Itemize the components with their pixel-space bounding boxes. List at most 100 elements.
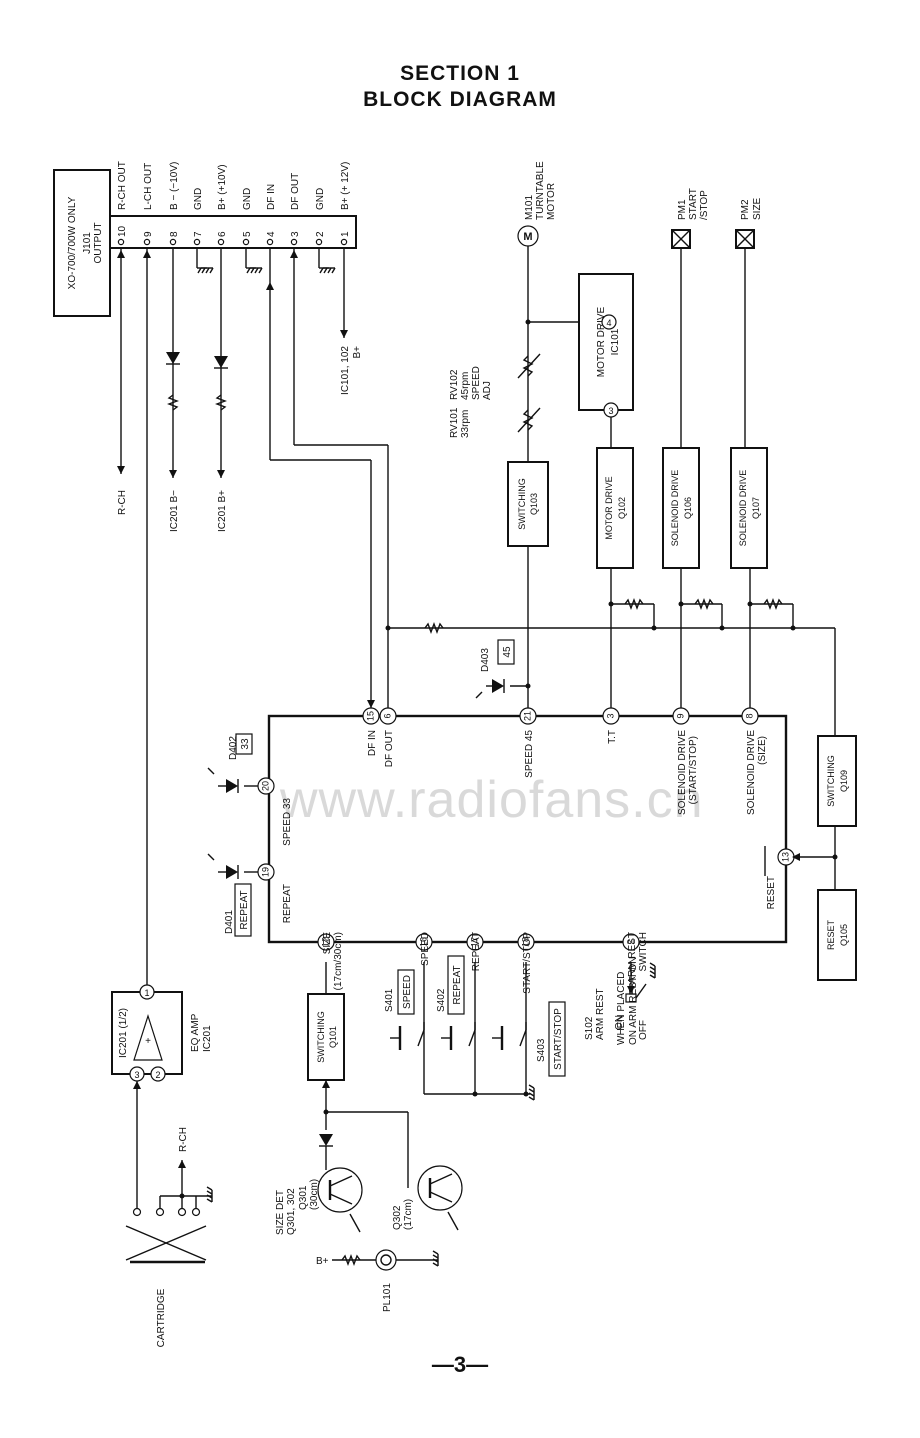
pin-number: 13 bbox=[780, 852, 790, 862]
svg-text:SPEED: SPEED bbox=[402, 975, 413, 1009]
svg-text:Q109: Q109 bbox=[839, 770, 849, 792]
svg-text:WHEN PLACED: WHEN PLACED bbox=[616, 972, 627, 1045]
svg-text:45: 45 bbox=[502, 646, 513, 658]
svg-text:IC101: IC101 bbox=[610, 328, 621, 355]
svg-text:MOTOR DRIVE: MOTOR DRIVE bbox=[596, 306, 607, 377]
j101-pin-number: 8 bbox=[169, 231, 180, 237]
j101-name: OUTPUT bbox=[93, 222, 104, 263]
page-title: BLOCK DIAGRAM bbox=[363, 88, 557, 111]
j101-pin-number: 5 bbox=[242, 231, 253, 237]
controller-pin-21 bbox=[519, 707, 537, 725]
controller-pin-label: SOLENOID DRIVE bbox=[677, 730, 688, 815]
j101-pin-label: R-CH OUT bbox=[117, 161, 128, 210]
j101-pin-label: B+ (+10V) bbox=[217, 164, 228, 210]
block-q107-solenoid-drive: SOLENOID DRIVE Q107 bbox=[730, 447, 768, 569]
svg-text:Q301: Q301 bbox=[298, 1185, 309, 1210]
tap-rch: R-CH bbox=[117, 490, 128, 515]
j101-pin-8 bbox=[169, 238, 177, 246]
j101-pin-1 bbox=[340, 238, 348, 246]
j101-pin-label: DF OUT bbox=[290, 173, 301, 210]
svg-text:IC201 (1/2): IC201 (1/2) bbox=[118, 1008, 129, 1058]
motor-drive-ic101: MOTOR DRIVE IC101 4 3 bbox=[578, 273, 634, 418]
tap-ic201-bminus: IC201 B− bbox=[169, 490, 180, 532]
svg-text:START/STOP: START/STOP bbox=[553, 1008, 564, 1070]
block-q109-switching: SWITCHING Q109 bbox=[817, 735, 857, 827]
block-q105-reset: RESET Q105 bbox=[817, 889, 857, 981]
j101-pin-label: DF IN bbox=[266, 184, 277, 210]
svg-text:S102: S102 bbox=[584, 1016, 595, 1040]
j101-pin-7 bbox=[193, 238, 201, 246]
block-ic201-eq-amp: + 1 3 2 IC201 (1/2) EQ AMP IC201 bbox=[111, 984, 213, 1082]
svg-text:PM1: PM1 bbox=[677, 199, 688, 220]
controller-pin-label: SPEED bbox=[420, 932, 431, 966]
turntable-motor: M M101 TURNTABLE MOTOR bbox=[517, 161, 557, 247]
svg-text:SOLENOID DRIVE: SOLENOID DRIVE bbox=[738, 470, 748, 547]
j101-pin-label: B − (−10V) bbox=[169, 162, 180, 210]
svg-text:D403: D403 bbox=[480, 648, 491, 672]
svg-text:S401: S401 bbox=[384, 988, 395, 1012]
j101-pin-label: GND bbox=[315, 188, 326, 210]
svg-text:1: 1 bbox=[144, 988, 149, 998]
switch-s102-arm-rest: S102 ARM REST ON OFF WHEN PLACED ON ARM … bbox=[584, 957, 656, 1045]
controller-pin-label: ARM REST bbox=[627, 932, 638, 984]
j101-pin-strip bbox=[109, 215, 357, 249]
svg-text:ON: ON bbox=[614, 1015, 625, 1030]
j101-note: XO-700/700W ONLY bbox=[67, 196, 78, 289]
pin-number: 16 bbox=[418, 937, 428, 947]
controller-pin-6 bbox=[379, 707, 397, 725]
lamp-pl101: B+ PL101 bbox=[316, 1249, 439, 1312]
svg-text:B+: B+ bbox=[316, 1256, 329, 1267]
section-heading: SECTION 1 bbox=[400, 62, 520, 85]
watermark: www.radiofans.cn bbox=[280, 771, 704, 829]
rv102-speed: 45rpm bbox=[460, 372, 471, 400]
controller-pin-18 bbox=[517, 933, 535, 951]
controller-pin-label: RESET bbox=[766, 876, 777, 909]
svg-text:OFF: OFF bbox=[638, 1020, 649, 1040]
j101-pin-6 bbox=[217, 238, 225, 246]
svg-text:Q102: Q102 bbox=[617, 497, 627, 519]
svg-text:IC201: IC201 bbox=[202, 1025, 213, 1052]
pin-number: 18 bbox=[520, 937, 530, 947]
controller-pin-label: SOLENOID DRIVE bbox=[746, 730, 757, 815]
controller-pin-12 bbox=[317, 933, 335, 951]
phototransistor-q302: Q302 (17cm) bbox=[392, 1165, 463, 1231]
j101-wiring bbox=[117, 248, 389, 985]
controller-pin-label: DF OUT bbox=[384, 730, 395, 767]
j101-pin-label: GND bbox=[193, 188, 204, 210]
motor-symbol: M bbox=[523, 231, 532, 243]
pin-number: 9 bbox=[675, 713, 685, 718]
controller-pin-16 bbox=[415, 933, 433, 951]
controller-pin-label: REPEAT bbox=[471, 932, 482, 971]
svg-text:SWITCHING: SWITCHING bbox=[517, 478, 527, 530]
speed-adj-label-2: ADJ bbox=[482, 381, 493, 400]
svg-text:Q106: Q106 bbox=[683, 497, 693, 519]
svg-text:PM2: PM2 bbox=[740, 199, 751, 220]
switch-s403: S403 START/STOP bbox=[492, 1001, 566, 1077]
controller-pin-label-2: (17cm/30cm) bbox=[333, 932, 344, 990]
tap-ic201-bplus: IC201 B+ bbox=[217, 490, 228, 532]
page-number: —3— bbox=[431, 1352, 489, 1377]
j101-pin-10 bbox=[117, 238, 125, 246]
j101-pin-2 bbox=[315, 238, 323, 246]
svg-text:R-CH: R-CH bbox=[178, 1127, 189, 1152]
rv101-speed: 33rpm bbox=[460, 410, 471, 438]
controller-pin-9 bbox=[672, 707, 690, 725]
svg-text:ON ARM REST: ON: ON ARM REST: ON bbox=[628, 957, 639, 1045]
controller-pin-label: T.T bbox=[607, 730, 618, 744]
connector-j101: J101 OUTPUT XO-700/700W ONLY 10R-CH OUT9… bbox=[53, 161, 357, 317]
block-q102-motor-drive: MOTOR DRIVE Q102 bbox=[596, 447, 634, 569]
j101-note-box bbox=[53, 169, 111, 317]
pin-number: 2 bbox=[625, 939, 635, 944]
controller-pin-label: REPEAT bbox=[282, 884, 293, 923]
svg-text:SIZE: SIZE bbox=[752, 197, 763, 220]
led-d403: D403 45 bbox=[475, 639, 531, 699]
svg-text:SWITCHING: SWITCHING bbox=[316, 1011, 326, 1063]
pin-number: 19 bbox=[260, 867, 270, 877]
j101-pin-label: B+ (+ 12V) bbox=[340, 162, 351, 210]
controller-pin-label: DF IN bbox=[367, 730, 378, 756]
cartridge: R-CH CARTRIDGE bbox=[125, 1081, 213, 1347]
controller-pin-3 bbox=[602, 707, 620, 725]
controller-pin-label: SPEED 33 bbox=[282, 798, 293, 846]
